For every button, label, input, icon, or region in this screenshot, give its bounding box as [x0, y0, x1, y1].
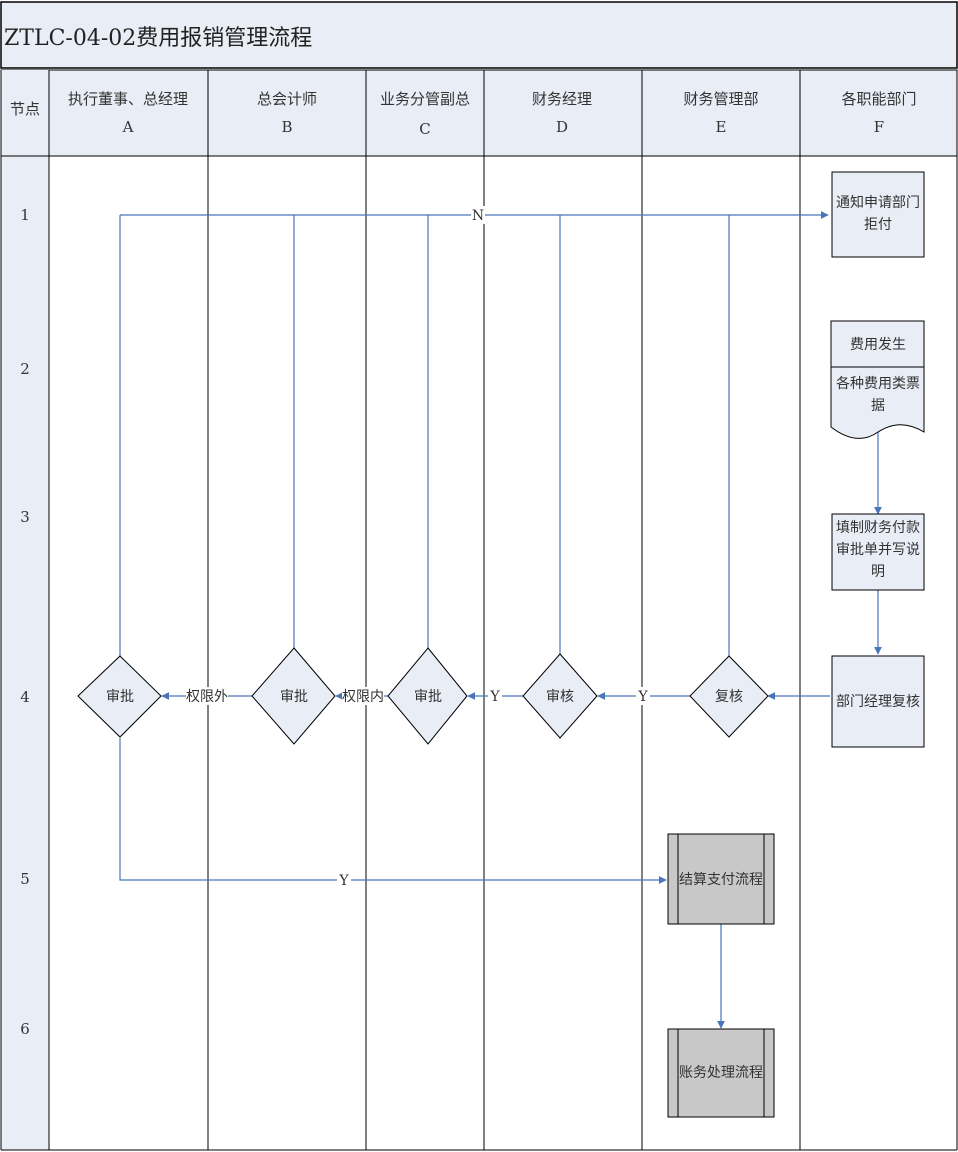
diagram-title: ZTLC-04-02费用报销管理流程 — [4, 26, 312, 51]
title-bar — [0, 1, 958, 69]
fill-payment-form-box: 填制财务付款 审批单并写说 明 — [831, 513, 925, 591]
settlement-process-box: 结算支付流程 — [667, 833, 775, 925]
svg-text:各种费用类票: 各种费用类票 — [836, 376, 920, 392]
row-number: 2 — [20, 360, 30, 378]
svg-text:审批单并写说: 审批单并写说 — [836, 542, 920, 558]
ceo-to-settlement-arrow — [119, 738, 667, 884]
label-reject: N — [472, 208, 484, 224]
expense-document-shape: 各种费用类票 据 — [830, 366, 925, 439]
svg-text:部门经理复核: 部门经理复核 — [836, 693, 920, 710]
svg-text:审批: 审批 — [106, 689, 134, 705]
column-header-bar — [0, 69, 958, 157]
column-f-letter: F — [874, 118, 884, 136]
ceo-approve-diamond: 审批 — [77, 655, 162, 738]
row-number: 1 — [20, 206, 30, 224]
svg-text:拒付: 拒付 — [864, 217, 892, 233]
label-within-limit: 权限内 — [342, 689, 384, 705]
notify-reject-box: 通知申请部门 拒付 — [831, 171, 925, 258]
column-a-letter: A — [122, 118, 134, 136]
flow-labels: N Y Y 权限内 权限外 Y — [186, 206, 650, 889]
svg-text:审批: 审批 — [414, 689, 442, 705]
row-number: 6 — [20, 1020, 30, 1038]
label-beyond-limit: 权限外 — [186, 689, 228, 705]
node-header: 节点 — [10, 100, 40, 118]
svg-text:审批: 审批 — [280, 689, 308, 705]
svg-text:审核: 审核 — [546, 689, 574, 705]
column-e-letter: E — [716, 118, 727, 136]
finance-manager-audit-diamond: 审核 — [522, 653, 598, 739]
svg-text:复核: 复核 — [715, 688, 743, 705]
column-c-name: 业务分管副总 — [380, 90, 470, 108]
column-b-letter: B — [281, 118, 292, 136]
svg-text:费用发生: 费用发生 — [850, 337, 906, 353]
svg-text:结算支付流程: 结算支付流程 — [679, 872, 763, 888]
svg-text:据: 据 — [871, 398, 885, 414]
column-a-name: 执行董事、总经理 — [68, 90, 188, 108]
row-number: 4 — [20, 688, 30, 706]
svg-text:账务处理流程: 账务处理流程 — [679, 1065, 763, 1081]
node-column-bg — [1, 70, 49, 1150]
column-f-name: 各职能部门 — [841, 90, 916, 108]
column-d-letter: D — [556, 118, 568, 136]
column-b-name: 总会计师 — [257, 90, 317, 108]
column-e-name: 财务管理部 — [683, 90, 758, 108]
lane-grid — [0, 70, 958, 1151]
row-number: 3 — [20, 508, 30, 526]
accounting-process-box: 账务处理流程 — [667, 1028, 775, 1118]
dept-manager-review-box: 部门经理复核 — [831, 655, 925, 748]
row-number: 5 — [20, 870, 30, 888]
svg-text:通知申请部门: 通知申请部门 — [836, 194, 920, 211]
label-yes-audit: Y — [489, 689, 500, 705]
label-yes-recheck: Y — [637, 689, 648, 705]
column-d-name: 财务经理 — [532, 90, 592, 108]
column-c-letter: C — [419, 120, 430, 138]
svg-text:填制财务付款: 填制财务付款 — [836, 520, 920, 536]
vp-approve-diamond: 审批 — [387, 647, 468, 745]
svg-text:明: 明 — [871, 564, 885, 580]
cfo-approve-diamond: 审批 — [251, 647, 336, 745]
finance-recheck-diamond: 复核 — [689, 655, 769, 738]
label-yes-settle: Y — [338, 873, 349, 889]
expense-occurrence-box: 费用发生 — [830, 320, 925, 368]
